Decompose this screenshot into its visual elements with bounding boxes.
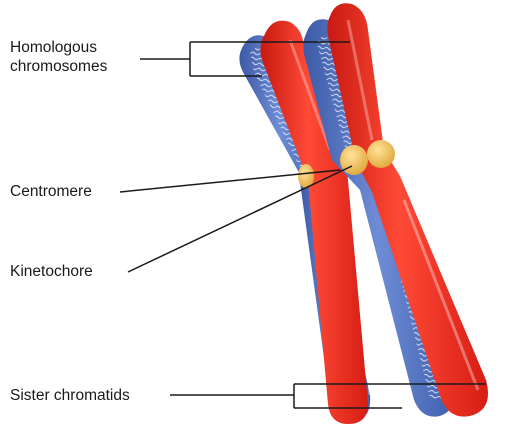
homologous-chromosomes-label: Homologous chromosomes: [10, 38, 107, 76]
kinetochore-right: [367, 140, 395, 168]
homologous-line1: Homologous: [10, 38, 107, 57]
centromere-label: Centromere: [10, 182, 92, 201]
kinetochore-label: Kinetochore: [10, 262, 93, 281]
homologous-line2: chromosomes: [10, 57, 107, 76]
sister-chromatids-label: Sister chromatids: [10, 386, 130, 405]
